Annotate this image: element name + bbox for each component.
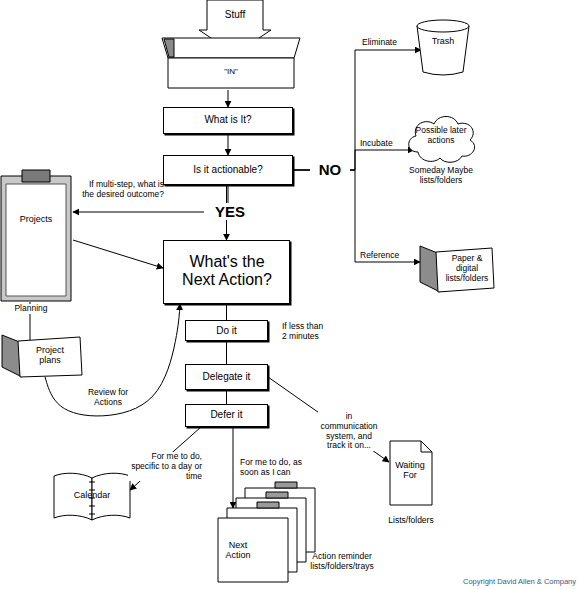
node-text: Do it (186, 325, 267, 337)
action-stack: Next ActionAction reminder lists/folders… (216, 484, 322, 586)
flow-connector (226, 390, 227, 404)
node-text: Paper & digital lists/folders (441, 254, 493, 283)
edge-label: Review for Actions (80, 388, 136, 408)
node-text: Possible later actions (413, 126, 469, 146)
edge-label: in communication system, and track it on… (318, 412, 380, 451)
reference-folder: Paper & digital lists/folders (418, 242, 494, 292)
node-text: Next Action (218, 540, 258, 561)
stack-page (218, 518, 288, 582)
node-text: "IN" (168, 67, 294, 76)
node-caption: Someday Maybe lists/folders (394, 166, 488, 186)
flow-connector (226, 304, 227, 320)
node-text: Project plans (26, 345, 74, 366)
action-box: Defer it (185, 404, 268, 427)
flow-connector (268, 377, 389, 462)
folder-front (436, 248, 494, 292)
branch-word: YES (204, 203, 256, 220)
decision-box: Is it actionable? (163, 155, 293, 185)
node-text: Projects (5, 214, 67, 224)
node-text: What's the Next Action? (172, 253, 282, 290)
page-outline (390, 441, 432, 505)
copyright-note: Copyright David Allen & Company (430, 578, 576, 587)
action-box: Do it (185, 320, 268, 341)
node-text: Trash (415, 36, 471, 46)
someday-cloud: Possible later actionsSomeday Maybe list… (404, 112, 478, 162)
action-box: Delegate it (185, 364, 268, 390)
edge-label: Reference (360, 251, 414, 261)
clipboard-board (1, 176, 71, 301)
book-ring (89, 482, 95, 483)
projects-clipboard: Projects (0, 170, 73, 302)
can-rim (417, 20, 469, 32)
folder-front (18, 337, 82, 377)
node-text: Is it actionable? (164, 164, 292, 176)
can-body (417, 26, 469, 75)
flow-connector (293, 50, 421, 170)
note-text: If less than 2 minutes (282, 322, 330, 342)
node-text: Stuff (207, 9, 263, 21)
flow-connector (293, 170, 420, 262)
flow-connector (228, 90, 229, 107)
shape-outline (162, 36, 300, 90)
node-text: Waiting For (391, 460, 429, 481)
edge-label: For me to do, as soon as I can (240, 458, 308, 478)
node-text: Calendar (52, 490, 132, 500)
plans-folder: Project plans (0, 333, 82, 377)
edge-label: For me to do, specific to a day or time (128, 452, 202, 481)
node-text: Defer it (186, 409, 267, 421)
book-ring (89, 506, 95, 507)
stack-tab (275, 482, 297, 488)
flow-connector (233, 427, 234, 508)
next-action-box: What's the Next Action? (163, 240, 290, 304)
shape-outline (0, 170, 73, 302)
edge-label: Planning (8, 304, 54, 314)
flow-connector (73, 240, 163, 268)
cloud-outline (409, 117, 475, 163)
edge-label: If multi-step, what is the desired outco… (80, 180, 164, 200)
edge-label: Eliminate (362, 38, 412, 48)
clipboard-clip (22, 170, 50, 182)
tray-rim (162, 38, 300, 58)
trash-can: Trash (415, 18, 471, 76)
branch-word: NO (310, 161, 350, 178)
node-text: What is It? (164, 114, 292, 126)
page-fold (421, 441, 432, 452)
process-box: What is It? (163, 107, 293, 134)
clipboard-paper (6, 184, 66, 296)
edge-label: Incubate (360, 139, 410, 149)
shape-outline (216, 484, 322, 586)
node-caption: Lists/folders (381, 516, 441, 526)
node-caption: Action reminder lists/folders/trays (302, 552, 382, 572)
calendar-book: Calendar (52, 468, 132, 522)
flow-connector (226, 341, 227, 364)
stack-tab (266, 492, 288, 498)
in-tray: "IN" (162, 36, 300, 90)
stack-tab (257, 502, 279, 508)
shape-outline (415, 18, 471, 76)
node-text: Delegate it (186, 371, 267, 383)
flow-connector (228, 134, 229, 155)
waiting-page: Waiting ForLists/folders (389, 440, 433, 506)
tray-shade (164, 39, 174, 57)
tray-front (168, 58, 294, 88)
book-ring (89, 514, 95, 515)
